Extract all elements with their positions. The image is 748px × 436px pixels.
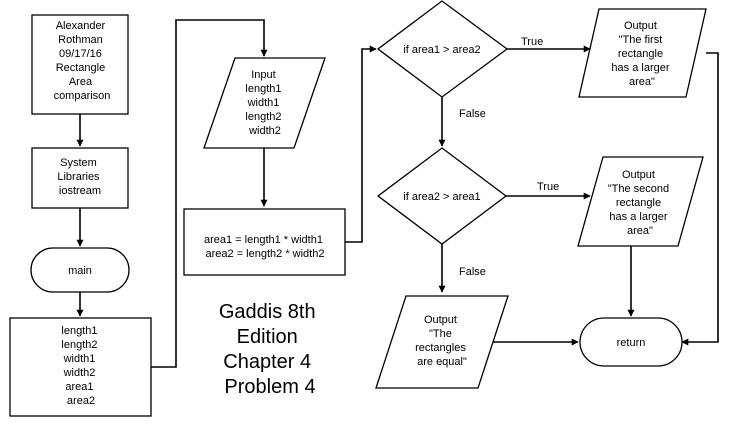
decision2-text: if area2 > area1 (403, 191, 480, 203)
output1-line: "The first (619, 34, 663, 46)
variables-line: area1 (65, 381, 93, 393)
output2-text: Output "The second rectangle has a large… (608, 169, 672, 237)
header-line: Alexander (56, 20, 106, 32)
edge-label-d2-false: False (459, 266, 486, 278)
input-line: length2 (245, 111, 281, 123)
output1-line: rectangle (618, 48, 663, 60)
header-line: Rectangle (56, 62, 106, 74)
output1-line: Output (624, 20, 657, 32)
libraries-box (31, 147, 129, 209)
libraries-text: System Libraries iostream (57, 157, 102, 197)
compute-line: area1 = length1 * width1 (204, 234, 323, 246)
variables-box (9, 317, 152, 417)
return-terminator (579, 317, 683, 367)
variables-line: length2 (61, 339, 97, 351)
variables-line: width1 (63, 353, 96, 365)
edge-output1-to-return (681, 52, 719, 346)
variables-line: width2 (63, 367, 96, 379)
compute-box (183, 208, 346, 276)
caption: Gaddis 8th Edition Chapter 4 Problem 4 (219, 301, 321, 398)
return-line: return (617, 337, 646, 349)
main-terminator (30, 247, 130, 293)
edge-compute-to-decision1 (345, 45, 377, 243)
header-line: Area (69, 76, 93, 88)
output3-line: rectangles (415, 342, 466, 354)
output1-line: area" (629, 76, 655, 88)
output2-line: "The second (608, 183, 669, 195)
output2-line: area" (627, 225, 653, 237)
decision1-line: if area1 > area2 (403, 44, 480, 56)
input-parallelogram (203, 57, 326, 149)
input-text: Input length1 width1 length2 width2 (245, 69, 284, 137)
edge-label-d2-true: True (537, 181, 559, 193)
decision1-diamond (376, 0, 509, 98)
compute-line: area2 = length2 * width2 (206, 248, 325, 260)
output3-parallelogram (375, 295, 509, 389)
output1-parallelogram (578, 8, 707, 98)
variables-text: length1 length2 width1 width2 area1 area… (61, 325, 100, 407)
decision2-diamond (376, 147, 508, 245)
caption-line: Chapter 4 (223, 351, 311, 373)
output3-line: Output (424, 314, 457, 326)
libraries-line: iostream (59, 185, 101, 197)
return-text: return (617, 337, 646, 349)
output3-text: Output "The rectangles are equal" (415, 314, 469, 368)
decision2-line: if area2 > area1 (403, 191, 480, 203)
input-line: width2 (248, 125, 281, 137)
header-text: Alexander Rothman 09/17/16 Rectangle Are… (54, 20, 111, 102)
libraries-line: System (60, 157, 97, 169)
caption-line: Gaddis 8th (219, 301, 316, 323)
variables-line: length1 (61, 325, 97, 337)
output3-line: are equal" (417, 356, 467, 368)
output2-parallelogram (577, 156, 704, 247)
compute-text: area1 = length1 * width1 area2 = length2… (204, 234, 326, 260)
main-text: main (68, 265, 92, 277)
header-line: 09/17/16 (59, 48, 102, 60)
input-line: width1 (247, 97, 280, 109)
output3-line: "The (429, 328, 452, 340)
output2-line: Output (622, 169, 655, 181)
edge-label-d1-false: False (459, 108, 486, 120)
libraries-line: Libraries (57, 171, 100, 183)
caption-line: Problem 4 (224, 376, 315, 398)
input-line: length1 (245, 83, 281, 95)
input-line: Input (251, 69, 275, 81)
output1-text: Output "The first rectangle has a larger… (611, 20, 672, 88)
output1-line: has a larger (611, 62, 669, 74)
connectors (76, 19, 719, 368)
edge-variables-to-input (151, 19, 268, 368)
edge-label-d1-true: True (521, 36, 543, 48)
header-line: Rothman (58, 34, 103, 46)
header-box (31, 14, 129, 115)
caption-line: Edition (237, 326, 298, 348)
header-line: comparison (54, 90, 111, 102)
variables-line: area2 (67, 395, 95, 407)
decision1-text: if area1 > area2 (403, 44, 480, 56)
main-line: main (68, 265, 92, 277)
output2-line: has a larger (609, 211, 667, 223)
output2-line: rectangle (616, 197, 661, 209)
